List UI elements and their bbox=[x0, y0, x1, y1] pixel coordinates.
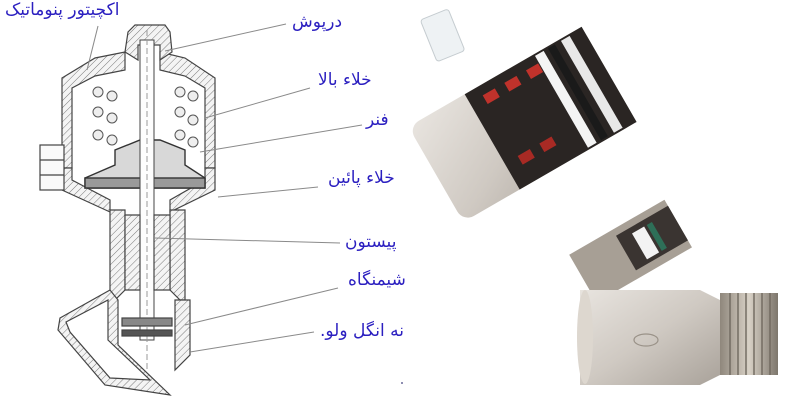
label-pneumatic-actuator: اکچیتور پنوماتیک bbox=[5, 0, 120, 20]
valve-bonnet bbox=[57, 209, 191, 396]
label-upper-chamber: خلاء بالا bbox=[318, 70, 372, 90]
stray-dot bbox=[401, 382, 403, 384]
indicator-cap bbox=[420, 9, 465, 62]
label-cap: درپوش bbox=[292, 12, 343, 32]
valve-stem bbox=[139, 30, 155, 370]
cutaway-valve-photo bbox=[412, 9, 778, 385]
valve-body bbox=[577, 290, 778, 385]
spring-coils bbox=[92, 86, 199, 148]
label-seat: شیمنگاه bbox=[348, 270, 406, 290]
label-valve-body: نه انگل ولو. bbox=[320, 321, 404, 341]
label-lower-chamber: خلاء پائین bbox=[328, 168, 395, 188]
label-spring: فنر bbox=[366, 110, 389, 130]
label-piston: پیستون bbox=[345, 232, 397, 252]
cross-section-drawing bbox=[39, 23, 363, 396]
leader-lines bbox=[86, 23, 363, 353]
cutaway-photo-panel bbox=[400, 0, 800, 400]
cross-section-panel: اکچیتور پنوماتیک درپوش خلاء بالا فنر خلا… bbox=[5, 0, 406, 396]
valve-neck bbox=[569, 199, 692, 303]
actuator-body bbox=[412, 26, 637, 218]
